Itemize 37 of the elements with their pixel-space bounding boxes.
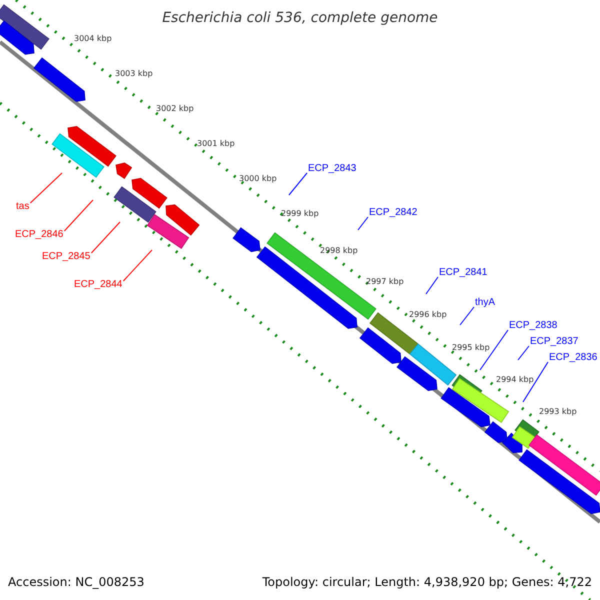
scale-label: 2999 kbp [281, 210, 319, 218]
leader-line [426, 276, 438, 294]
gene-label: ECP_2842 [369, 208, 418, 218]
leader-line [358, 216, 368, 230]
scale-label: 2998 kbp [320, 247, 358, 255]
leader-line [122, 250, 152, 282]
gene-label: ECP_2846 [15, 230, 64, 240]
leader-line [64, 200, 94, 232]
leader-line [522, 362, 548, 402]
scale-label: 2993 kbp [539, 408, 577, 416]
scale-label: 2997 kbp [366, 278, 404, 286]
scale-label: 3003 kbp [115, 70, 153, 78]
genome-info-text: Topology: circular; Length: 4,938,920 bp; Genes: 4,722 [262, 576, 592, 588]
gene-label: ECP_2841 [439, 268, 488, 278]
leader-line [90, 222, 120, 254]
scale-label: 2994 kbp [496, 376, 534, 384]
gene-label: ECP_2838 [509, 321, 558, 331]
leader-line [480, 330, 508, 370]
scale-label: 3002 kbp [156, 105, 194, 113]
scale-label: 2995 kbp [452, 344, 490, 352]
gene-label: tas [16, 202, 30, 212]
gene-label: thyA [475, 298, 496, 308]
gene-label: ECP_2843 [308, 164, 356, 174]
scale-label: 2996 kbp [409, 311, 447, 319]
scale-label: 3001 kbp [197, 140, 235, 148]
accession-text: Accession: NC_008253 [8, 576, 144, 588]
leader-line [30, 172, 62, 204]
gene-label: ECP_2837 [530, 337, 578, 347]
gene-label: ECP_2844 [74, 280, 122, 290]
scale-label: 3004 kbp [74, 35, 112, 43]
map-title: Escherichia coli 536, complete genome [161, 11, 439, 25]
leader-line [460, 306, 474, 326]
gene-label: ECP_2836 [549, 353, 598, 363]
leader-line [518, 346, 530, 360]
gene-label: ECP_2845 [42, 252, 90, 262]
scale-label: 3000 kbp [239, 175, 277, 183]
leader-line [288, 172, 308, 196]
